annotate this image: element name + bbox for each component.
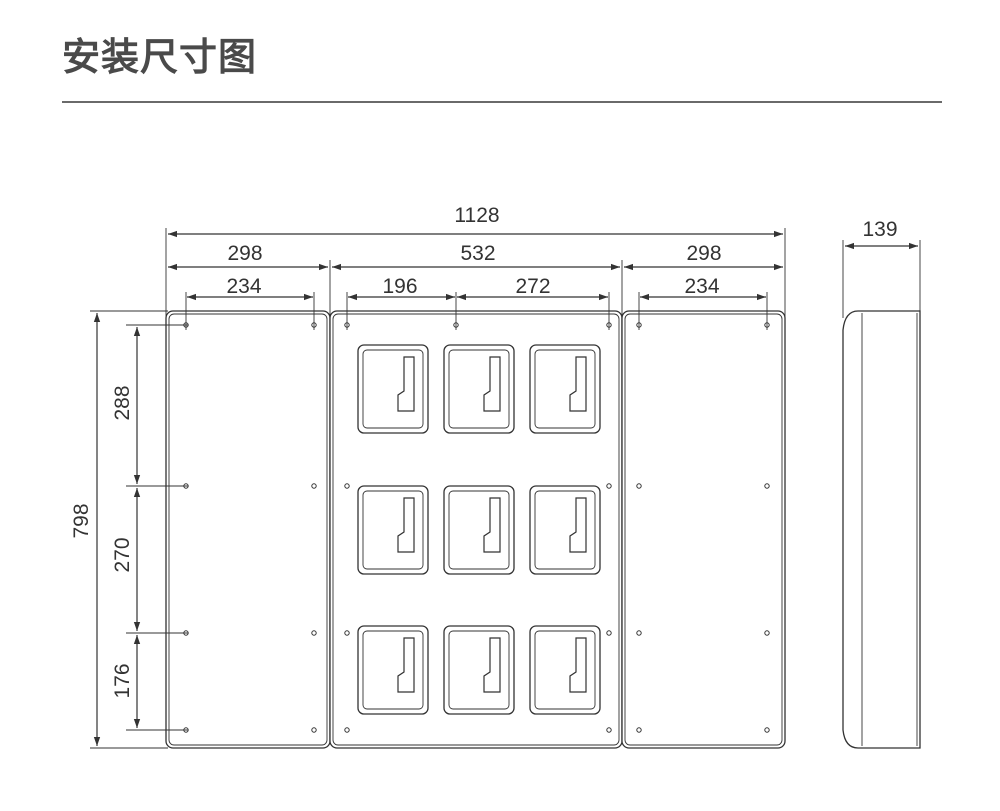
right-width-label: 298 — [686, 242, 721, 265]
meter-windows — [357, 344, 601, 715]
side-view-enclosure — [842, 310, 921, 749]
mounting-hole — [606, 727, 612, 733]
meter-window — [529, 625, 601, 715]
latch-handle-icon — [483, 637, 501, 693]
mounting-hole — [344, 630, 350, 636]
meter-window — [443, 485, 515, 575]
mounting-hole — [344, 727, 350, 733]
page-title: 安装尺寸图 — [62, 35, 258, 79]
mounting-hole — [311, 630, 317, 636]
right-side-panel — [621, 310, 786, 749]
meter-window — [357, 625, 429, 715]
center-left-hole-label: 196 — [382, 275, 417, 298]
left-panel-inner-edge — [168, 313, 328, 746]
title-divider — [62, 101, 942, 103]
center-panel-inner-edge — [332, 313, 620, 746]
latch-handle-icon — [483, 356, 501, 412]
meter-window — [357, 485, 429, 575]
center-right-hole-label: 272 — [515, 275, 550, 298]
mounting-hole — [764, 727, 770, 733]
mounting-hole — [636, 483, 642, 489]
overall-height-label: 798 — [70, 503, 93, 538]
left-side-panel — [165, 310, 331, 749]
dimension-lines — [93, 230, 918, 746]
latch-handle-icon — [397, 356, 415, 412]
right-hole-label: 234 — [684, 275, 719, 298]
depth-label: 139 — [862, 218, 897, 241]
latch-handle-icon — [569, 637, 587, 693]
mounting-hole — [606, 483, 612, 489]
meter-window — [443, 344, 515, 434]
mounting-hole — [636, 727, 642, 733]
extension-lines — [90, 228, 921, 749]
latch-handle-icon — [397, 497, 415, 553]
vertical-bottom-label: 176 — [111, 663, 134, 698]
mounting-hole — [764, 630, 770, 636]
mounting-hole — [636, 630, 642, 636]
overall-width-label: 1128 — [454, 204, 499, 227]
right-panel-inner-edge — [624, 313, 783, 746]
side-view — [842, 310, 921, 749]
mounting-hole — [606, 630, 612, 636]
meter-window — [529, 344, 601, 434]
mounting-hole — [764, 483, 770, 489]
latch-handle-icon — [397, 637, 415, 693]
front-view — [165, 310, 786, 749]
mounting-holes — [183, 322, 770, 733]
latch-handle-icon — [569, 497, 587, 553]
vertical-top-label: 288 — [111, 385, 134, 420]
meter-window — [443, 625, 515, 715]
left-width-label: 298 — [227, 242, 262, 265]
mounting-hole — [344, 483, 350, 489]
mounting-hole — [311, 727, 317, 733]
latch-handle-icon — [569, 356, 587, 412]
vertical-middle-label: 270 — [111, 537, 134, 572]
dimension-labels: 1128 298 532 298 234 196 272 234 139 798… — [70, 204, 898, 699]
mounting-hole — [311, 483, 317, 489]
center-width-label: 532 — [460, 242, 495, 265]
latch-handle-icon — [483, 497, 501, 553]
meter-window — [529, 485, 601, 575]
left-hole-label: 234 — [226, 275, 261, 298]
meter-window — [357, 344, 429, 434]
